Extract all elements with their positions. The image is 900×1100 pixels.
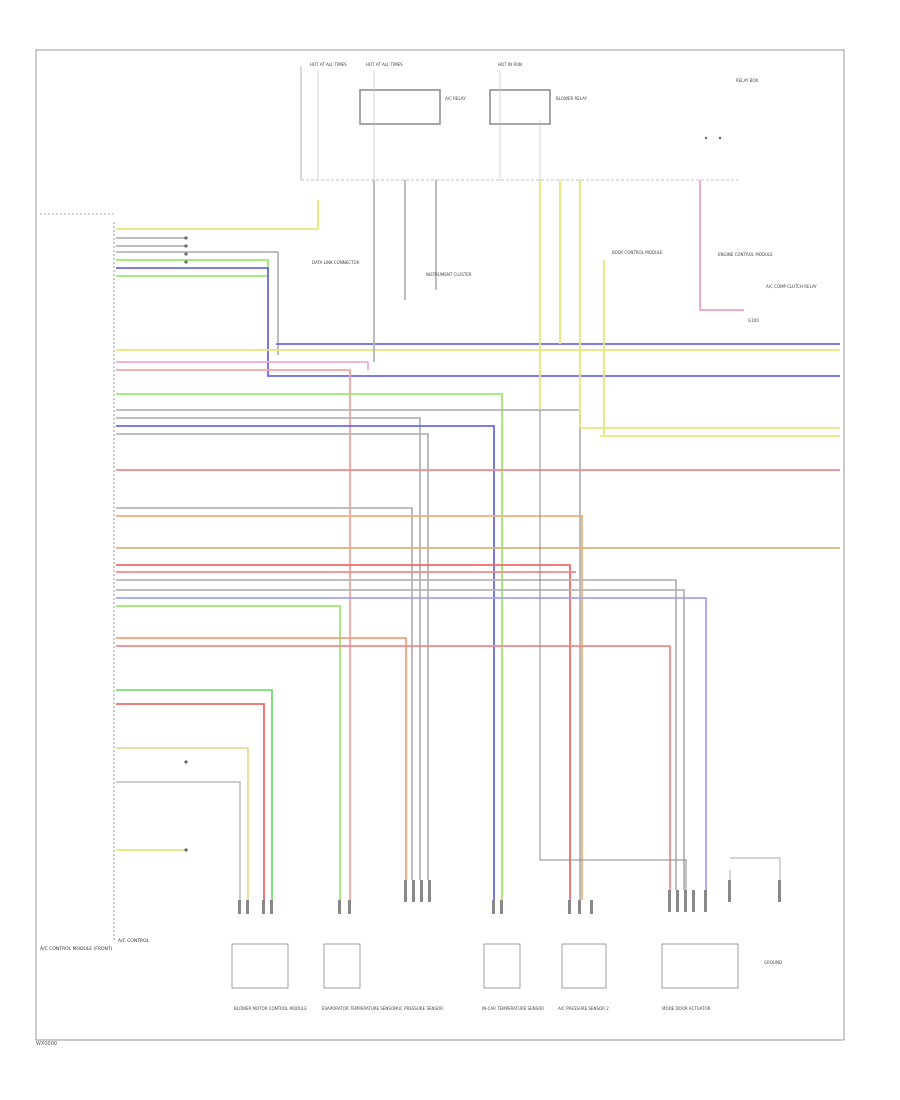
component-blower-label: BLOWER MOTOR CONTROL MODULE (234, 1006, 307, 1011)
relay-box-note: RELAY BOX (736, 78, 758, 83)
wire-red-4 (116, 645, 671, 890)
relay-2-label: BLOWER RELAY (556, 96, 588, 101)
diagram-frame (35, 49, 845, 1041)
relay-2 (489, 89, 551, 125)
main-connector: A/C CONTROL MODULE (FRONT) A/C CONTROL (40, 213, 150, 952)
wire-grn-2 (116, 393, 503, 900)
wire-yel-top (116, 200, 319, 230)
relay-1-label: A/C RELAY (445, 96, 466, 101)
wire-gry-8 (116, 579, 677, 890)
wire-tan-2 (116, 747, 249, 900)
component-ambient-label: A/C PRESSURE SENSOR (396, 1006, 443, 1011)
component-pressure-label: A/C PRESSURE SENSOR 2 (558, 1006, 609, 1011)
wire-blu-4 (116, 597, 707, 890)
component-ground-label: GROUND (764, 960, 782, 965)
wire-org-1 (116, 515, 583, 900)
wire-pink-1 (116, 361, 369, 370)
component-servo-label: MODE DOOR ACTUATOR (662, 1006, 711, 1011)
component-evap (323, 943, 361, 989)
fuse-a-label: HOT AT ALL TIMES (310, 62, 347, 67)
callout-body-ctrl: BODY CONTROL MODULE (612, 250, 663, 255)
horizontal-wires (116, 200, 840, 900)
vertical-wires (373, 180, 781, 900)
relay-1 (359, 89, 441, 125)
wire-red-5 (116, 703, 265, 900)
relay-box: HOT AT ALL TIMES HOT AT ALL TIMES HOT IN… (300, 62, 758, 181)
wire-grn-3 (116, 605, 341, 900)
wire-gry-3 (116, 251, 279, 355)
wire-gry-7 (116, 507, 413, 880)
callout-instrument: INSTRUMENT CLUSTER (426, 272, 472, 277)
bottom-labels: BLOWER MOTOR CONTROL MODULE EVAPORATOR T… (234, 960, 782, 1011)
wire-blu-3 (116, 425, 495, 900)
wire-pnk-2 (116, 369, 351, 900)
wire-gry-9 (116, 589, 685, 890)
bottom-components (231, 943, 739, 989)
component-evap-label: EVAPORATOR TEMPERATURE SENSOR (322, 1006, 397, 1011)
wire-blu-1 (116, 267, 840, 377)
main-connector-bottom: A/C CONTROL (118, 938, 150, 944)
callout-ground: G100 (748, 318, 759, 323)
fuse-c-label: HOT IN RUN (498, 62, 522, 67)
wire-gry-6 (116, 433, 429, 880)
wire-grn-4 (116, 689, 273, 900)
callout-relay: A/C COMP CLUTCH RELAY (766, 284, 817, 289)
callout-ecm: ENGINE CONTROL MODULE (718, 252, 773, 257)
fuse-b-label: HOT AT ALL TIMES (366, 62, 403, 67)
wire-gry-5 (116, 417, 421, 880)
connector-dots (184, 136, 722, 852)
wire-org-2 (116, 637, 407, 880)
component-servo (661, 943, 739, 989)
component-incar-label: IN-CAR TEMPERATURE SENSOR (482, 1006, 544, 1011)
component-pressure (561, 943, 607, 989)
wire-gry-10 (116, 781, 241, 900)
wire-grn-v (539, 410, 687, 890)
wire-pnk-v1 (699, 180, 744, 311)
main-connector-label: A/C CONTROL MODULE (FRONT) (40, 946, 113, 952)
footer-code: WX0000 (36, 1041, 58, 1047)
wire-gry-4 (116, 409, 581, 900)
callouts: DATA LINK CONNECTOR INSTRUMENT CLUSTER B… (312, 250, 817, 323)
pin-row (238, 880, 781, 914)
callout-data-link: DATA LINK CONNECTOR (312, 260, 360, 265)
component-incar (483, 943, 521, 989)
component-blower (231, 943, 289, 989)
wire-red-2 (116, 564, 571, 900)
